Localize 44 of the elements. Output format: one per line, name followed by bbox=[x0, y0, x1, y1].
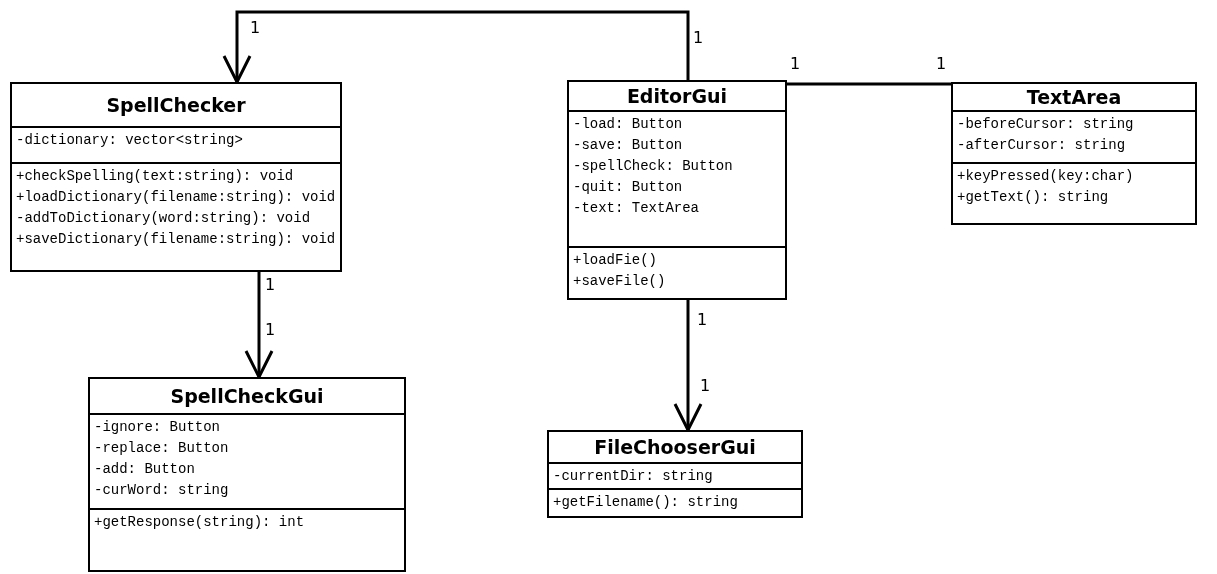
class-member: +loadFie() bbox=[573, 251, 658, 270]
class-member: +getText(): string bbox=[957, 188, 1110, 207]
class-member: -add: Button bbox=[94, 460, 196, 479]
class-box bbox=[547, 430, 803, 518]
multiplicity-label: 1 bbox=[697, 310, 708, 329]
class-member: -spellCheck: Button bbox=[573, 157, 734, 176]
class-member: +getFilename(): string bbox=[553, 493, 739, 512]
multiplicity-label: 1 bbox=[265, 275, 276, 294]
class-name: FileChooserGui bbox=[594, 436, 756, 458]
class-member: -replace: Button bbox=[94, 439, 230, 458]
class-name: EditorGui bbox=[626, 85, 728, 107]
class-member: +saveDictionary(filename:string): void bbox=[16, 230, 336, 249]
class-name: SpellCheckGui bbox=[170, 385, 324, 407]
multiplicity-label: 1 bbox=[250, 18, 261, 37]
multiplicity-label: 1 bbox=[265, 320, 276, 339]
class-name: TextArea bbox=[1026, 86, 1122, 108]
association-arrow bbox=[673, 300, 703, 432]
class-member: -save: Button bbox=[573, 136, 684, 155]
class-member: -load: Button bbox=[573, 115, 684, 134]
class-member: -dictionary: vector<string> bbox=[16, 131, 244, 150]
class-box bbox=[10, 82, 342, 272]
class-member: +getResponse(string): int bbox=[94, 513, 306, 532]
multiplicity-label: 1 bbox=[790, 54, 801, 73]
class-member: +keyPressed(key:char) bbox=[957, 167, 1135, 186]
association-arrow bbox=[222, 10, 690, 84]
association-arrow bbox=[244, 272, 274, 379]
multiplicity-label: 1 bbox=[936, 54, 947, 73]
class-member: -ignore: Button bbox=[94, 418, 222, 437]
class-member: +checkSpelling(text:string): void bbox=[16, 167, 295, 186]
class-member: -curWord: string bbox=[94, 481, 230, 500]
class-box bbox=[951, 82, 1197, 225]
class-member: -text: TextArea bbox=[573, 199, 701, 218]
class-member: -currentDir: string bbox=[553, 467, 714, 486]
class-member: -afterCursor: string bbox=[957, 136, 1127, 155]
class-member: -beforeCursor: string bbox=[957, 115, 1135, 134]
class-member: +saveFile() bbox=[573, 272, 667, 291]
class-box bbox=[567, 80, 787, 300]
class-box bbox=[88, 377, 406, 572]
class-name: SpellChecker bbox=[106, 94, 246, 116]
class-member: -addToDictionary(word:string): void bbox=[16, 209, 312, 228]
class-member: -quit: Button bbox=[573, 178, 684, 197]
multiplicity-label: 1 bbox=[693, 28, 704, 47]
multiplicity-label: 1 bbox=[700, 376, 711, 395]
class-member: +loadDictionary(filename:string): void bbox=[16, 188, 336, 207]
